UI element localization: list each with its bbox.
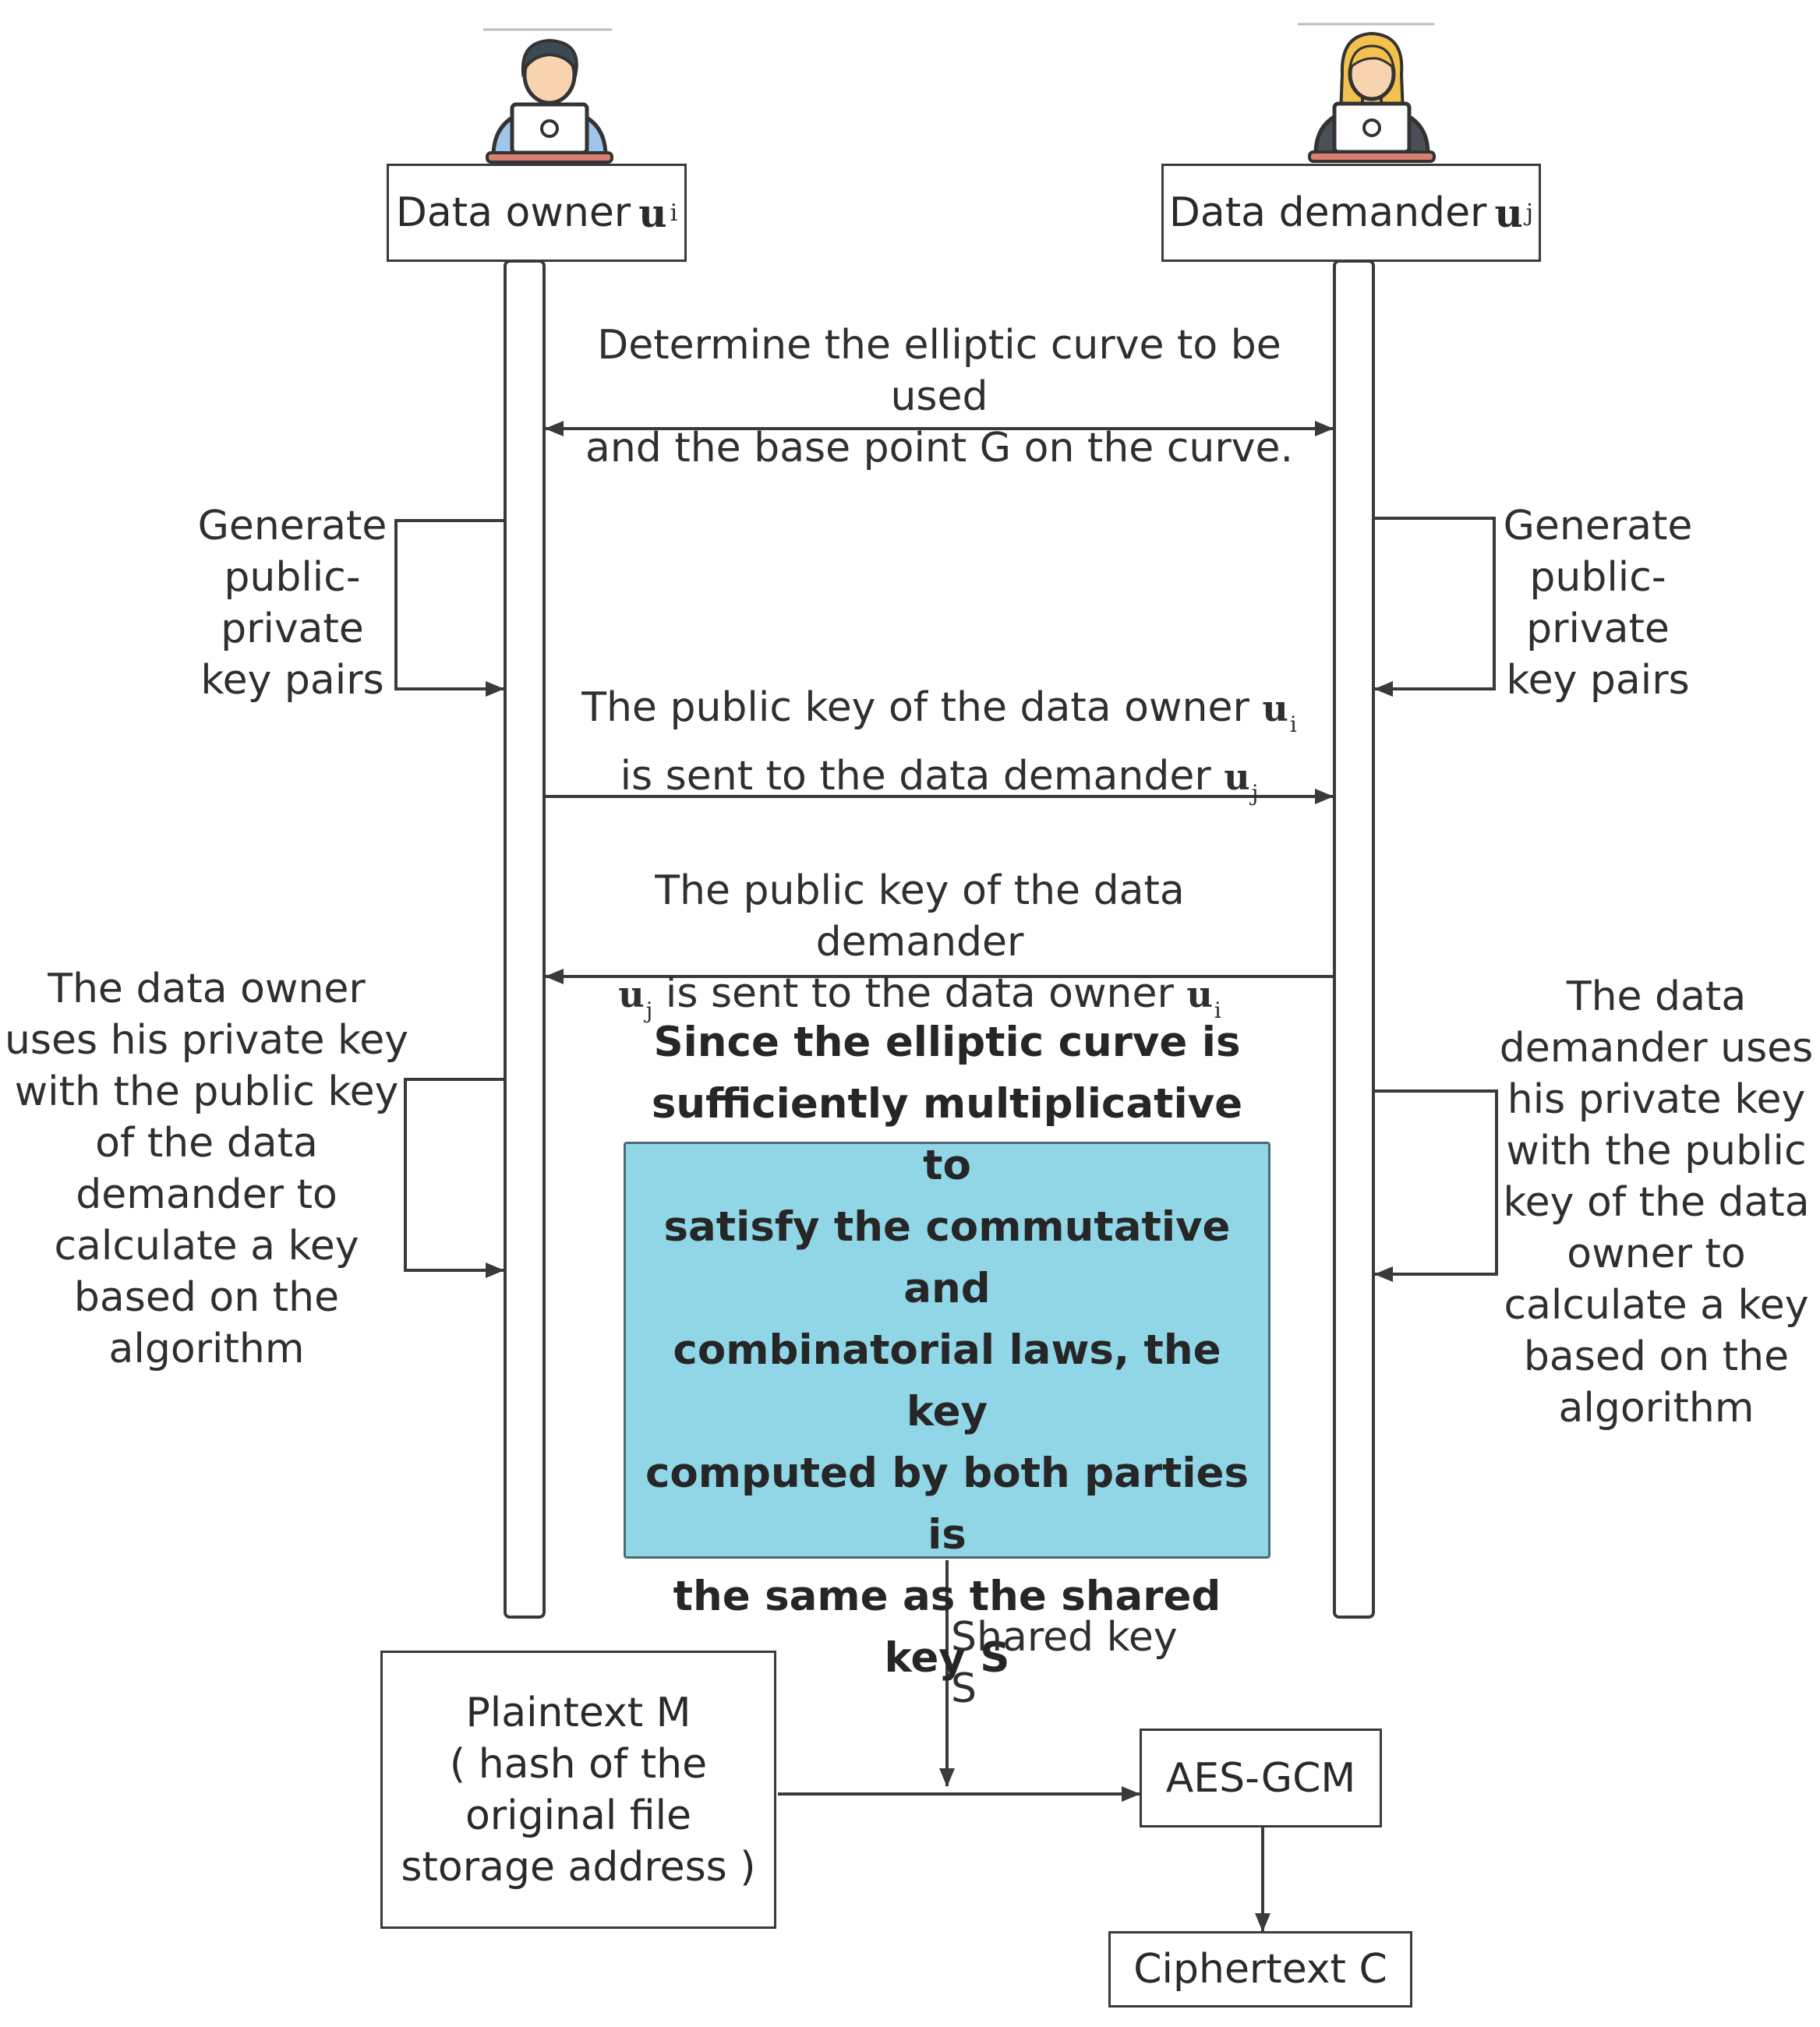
data-owner-label: Data owner bbox=[395, 189, 631, 236]
demander-compute-loop bbox=[1374, 1089, 1498, 1282]
data-demander-label: Data demander bbox=[1168, 189, 1487, 236]
demander-lifeline bbox=[1333, 260, 1375, 1619]
curve-message: Determine the elliptic curve to be used … bbox=[550, 320, 1329, 474]
aes-gcm-box: AES-GCM bbox=[1140, 1729, 1382, 1827]
demander-to-owner-message: The public key of the data demander uj i… bbox=[546, 865, 1294, 1036]
curve-message-line2: and the base point G on the curve. bbox=[585, 425, 1294, 471]
data-demander-box: Data demander u j bbox=[1161, 164, 1541, 262]
data-demander-avatar-icon bbox=[1298, 23, 1436, 163]
plaintext-box: Plaintext M ( hash of the original file … bbox=[380, 1651, 776, 1929]
demander-to-owner-line1: The public key of the data demander bbox=[655, 867, 1185, 966]
data-demander-sub: j bbox=[1525, 199, 1534, 227]
demander-to-owner-line2: is sent to the data owner bbox=[665, 970, 1174, 1017]
owner-generate-loop bbox=[394, 519, 504, 697]
shared-key-explanation-box: Since the elliptic curve is sufficiently… bbox=[624, 1019, 1270, 1682]
owner-compute-loop bbox=[404, 1078, 504, 1278]
data-owner-var: u bbox=[638, 189, 667, 236]
curve-message-line1: Determine the elliptic curve to be used bbox=[597, 322, 1281, 420]
owner-to-demander-line2: is sent to the data demander bbox=[620, 753, 1211, 800]
owner-lifeline bbox=[504, 260, 546, 1619]
demander-generate-label: Generate public- private key pairs bbox=[1503, 503, 1693, 704]
data-owner-sub: i bbox=[670, 199, 678, 227]
owner-to-demander-message: The public key of the data owner ui is s… bbox=[581, 684, 1297, 806]
data-demander-var: u bbox=[1494, 189, 1523, 236]
owner-generate-label: Generate public- private key pairs bbox=[197, 503, 387, 704]
owner-to-demander-line1: The public key of the data owner bbox=[581, 684, 1249, 731]
demander-generate-loop bbox=[1374, 517, 1496, 697]
shared-key-label: Shared key S bbox=[951, 1614, 1178, 1712]
owner-compute-label: The data owner uses his private key with… bbox=[4, 966, 409, 1372]
ciphertext-box: Ciphertext C bbox=[1108, 1931, 1412, 2008]
data-owner-box: Data owner u i bbox=[387, 164, 687, 262]
demander-compute-label: The data demander uses his private key w… bbox=[1499, 973, 1814, 1432]
data-owner-avatar-icon bbox=[483, 28, 613, 164]
